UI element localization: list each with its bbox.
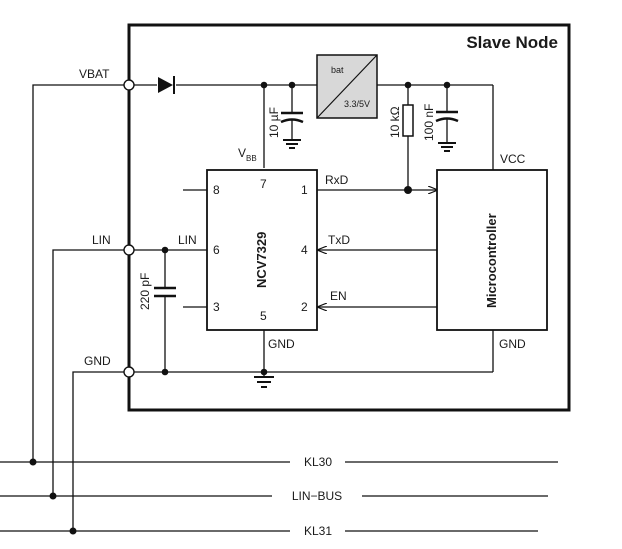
gnd-terminal: [123, 366, 135, 378]
gnd-net: [134, 330, 493, 376]
ground-icon: [438, 142, 456, 152]
bus-kl31-label: KL31: [304, 524, 332, 538]
en-label: EN: [330, 289, 347, 303]
pin-5-label: 5: [260, 309, 267, 323]
vbat-port-label: VBAT: [79, 67, 110, 81]
bus-kl30: KL30: [0, 455, 558, 469]
mcu-vcc-label: VCC: [500, 152, 526, 166]
txd-label: TxD: [328, 233, 350, 247]
pullup-resistor-label: 10 kΩ: [388, 106, 402, 138]
pin-6-label: 6: [213, 243, 220, 257]
pin-7-label: 7: [260, 177, 267, 191]
capacitor-vbb: [280, 85, 304, 140]
transceiver-ncv7329: [206, 169, 318, 331]
vbb-label: VBB: [238, 146, 257, 163]
voltage-regulator: bat 3.3/5V: [316, 54, 378, 119]
lin-net: [134, 249, 207, 372]
gnd-port-label: GND: [84, 354, 111, 368]
pin-8-label: 8: [213, 183, 220, 197]
capacitor-lin-label: 220 pF: [138, 273, 152, 310]
bus-lin-label: LIN−BUS: [292, 489, 342, 503]
capacitor-vcc: [435, 85, 459, 143]
capacitor-vbb-label: 10 µF: [267, 107, 281, 138]
en-signal: EN: [318, 289, 437, 307]
microcontroller-name: Microcontroller: [484, 213, 499, 308]
slave-node-title: Slave Node: [466, 33, 558, 52]
transceiver-gnd-label: GND: [268, 337, 295, 351]
ground-icon: [283, 139, 301, 149]
capacitor-vcc-label: 100 nF: [422, 104, 436, 141]
bus-kl31: KL31: [0, 524, 538, 538]
bus-kl30-label: KL30: [304, 455, 332, 469]
rxd-signal: RxD: [317, 173, 437, 190]
txd-signal: TxD: [318, 233, 437, 250]
rxd-label: RxD: [325, 173, 349, 187]
regulator-input-label: bat: [331, 65, 344, 75]
pin-3-label: 3: [213, 300, 220, 314]
diode-icon: [158, 76, 175, 94]
regulator-output-label: 3.3/5V: [344, 99, 370, 109]
pin-2-label: 2: [301, 300, 308, 314]
mcu-gnd-label: GND: [499, 337, 526, 351]
ground-icon: [254, 376, 274, 388]
transceiver-name: NCV7329: [254, 232, 269, 288]
transceiver-lin-label: LIN: [178, 233, 197, 247]
pin-4-label: 4: [301, 243, 308, 257]
pin-1-label: 1: [301, 183, 308, 197]
lin-port-label: LIN: [92, 233, 111, 247]
pullup-resistor: [402, 85, 414, 190]
vbat-terminal: [123, 79, 135, 91]
bus-lin: LIN−BUS: [0, 489, 548, 503]
external-wiring: [29, 84, 124, 535]
microcontroller: [436, 169, 548, 331]
lin-terminal: [123, 244, 135, 256]
